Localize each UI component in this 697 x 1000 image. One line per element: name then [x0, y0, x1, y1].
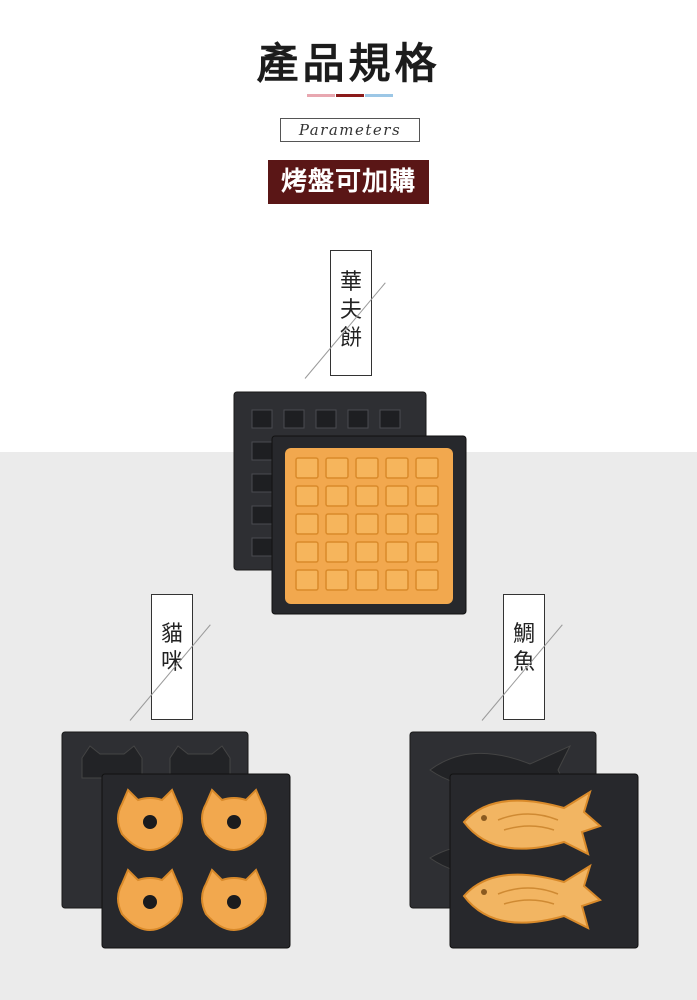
waffle-label: 華 夫 餅 [330, 250, 372, 376]
cat-plate-image [61, 731, 291, 949]
fish-label: 鯛 魚 [503, 594, 545, 720]
fish-plate-image [409, 731, 639, 949]
title-underline-blue [365, 94, 393, 97]
cat-label-char-1: 貓 [160, 622, 183, 647]
waffle-label-char-3: 餅 [339, 326, 362, 351]
fish-label-char-1: 鯛 [512, 622, 535, 647]
waffle-plate-image [233, 391, 467, 615]
cat-label-char-2: 咪 [160, 650, 183, 675]
title-underline-red [336, 94, 364, 97]
cat-label: 貓 咪 [151, 594, 193, 720]
fish-label-char-2: 魚 [512, 650, 535, 675]
page-title: 產品規格 [256, 39, 441, 88]
addon-plates-badge: 烤盤可加購 [268, 160, 429, 204]
title-underline-pink [307, 94, 335, 97]
parameters-label: Parameters [280, 118, 420, 142]
waffle-label-char-1: 華 [339, 270, 362, 295]
